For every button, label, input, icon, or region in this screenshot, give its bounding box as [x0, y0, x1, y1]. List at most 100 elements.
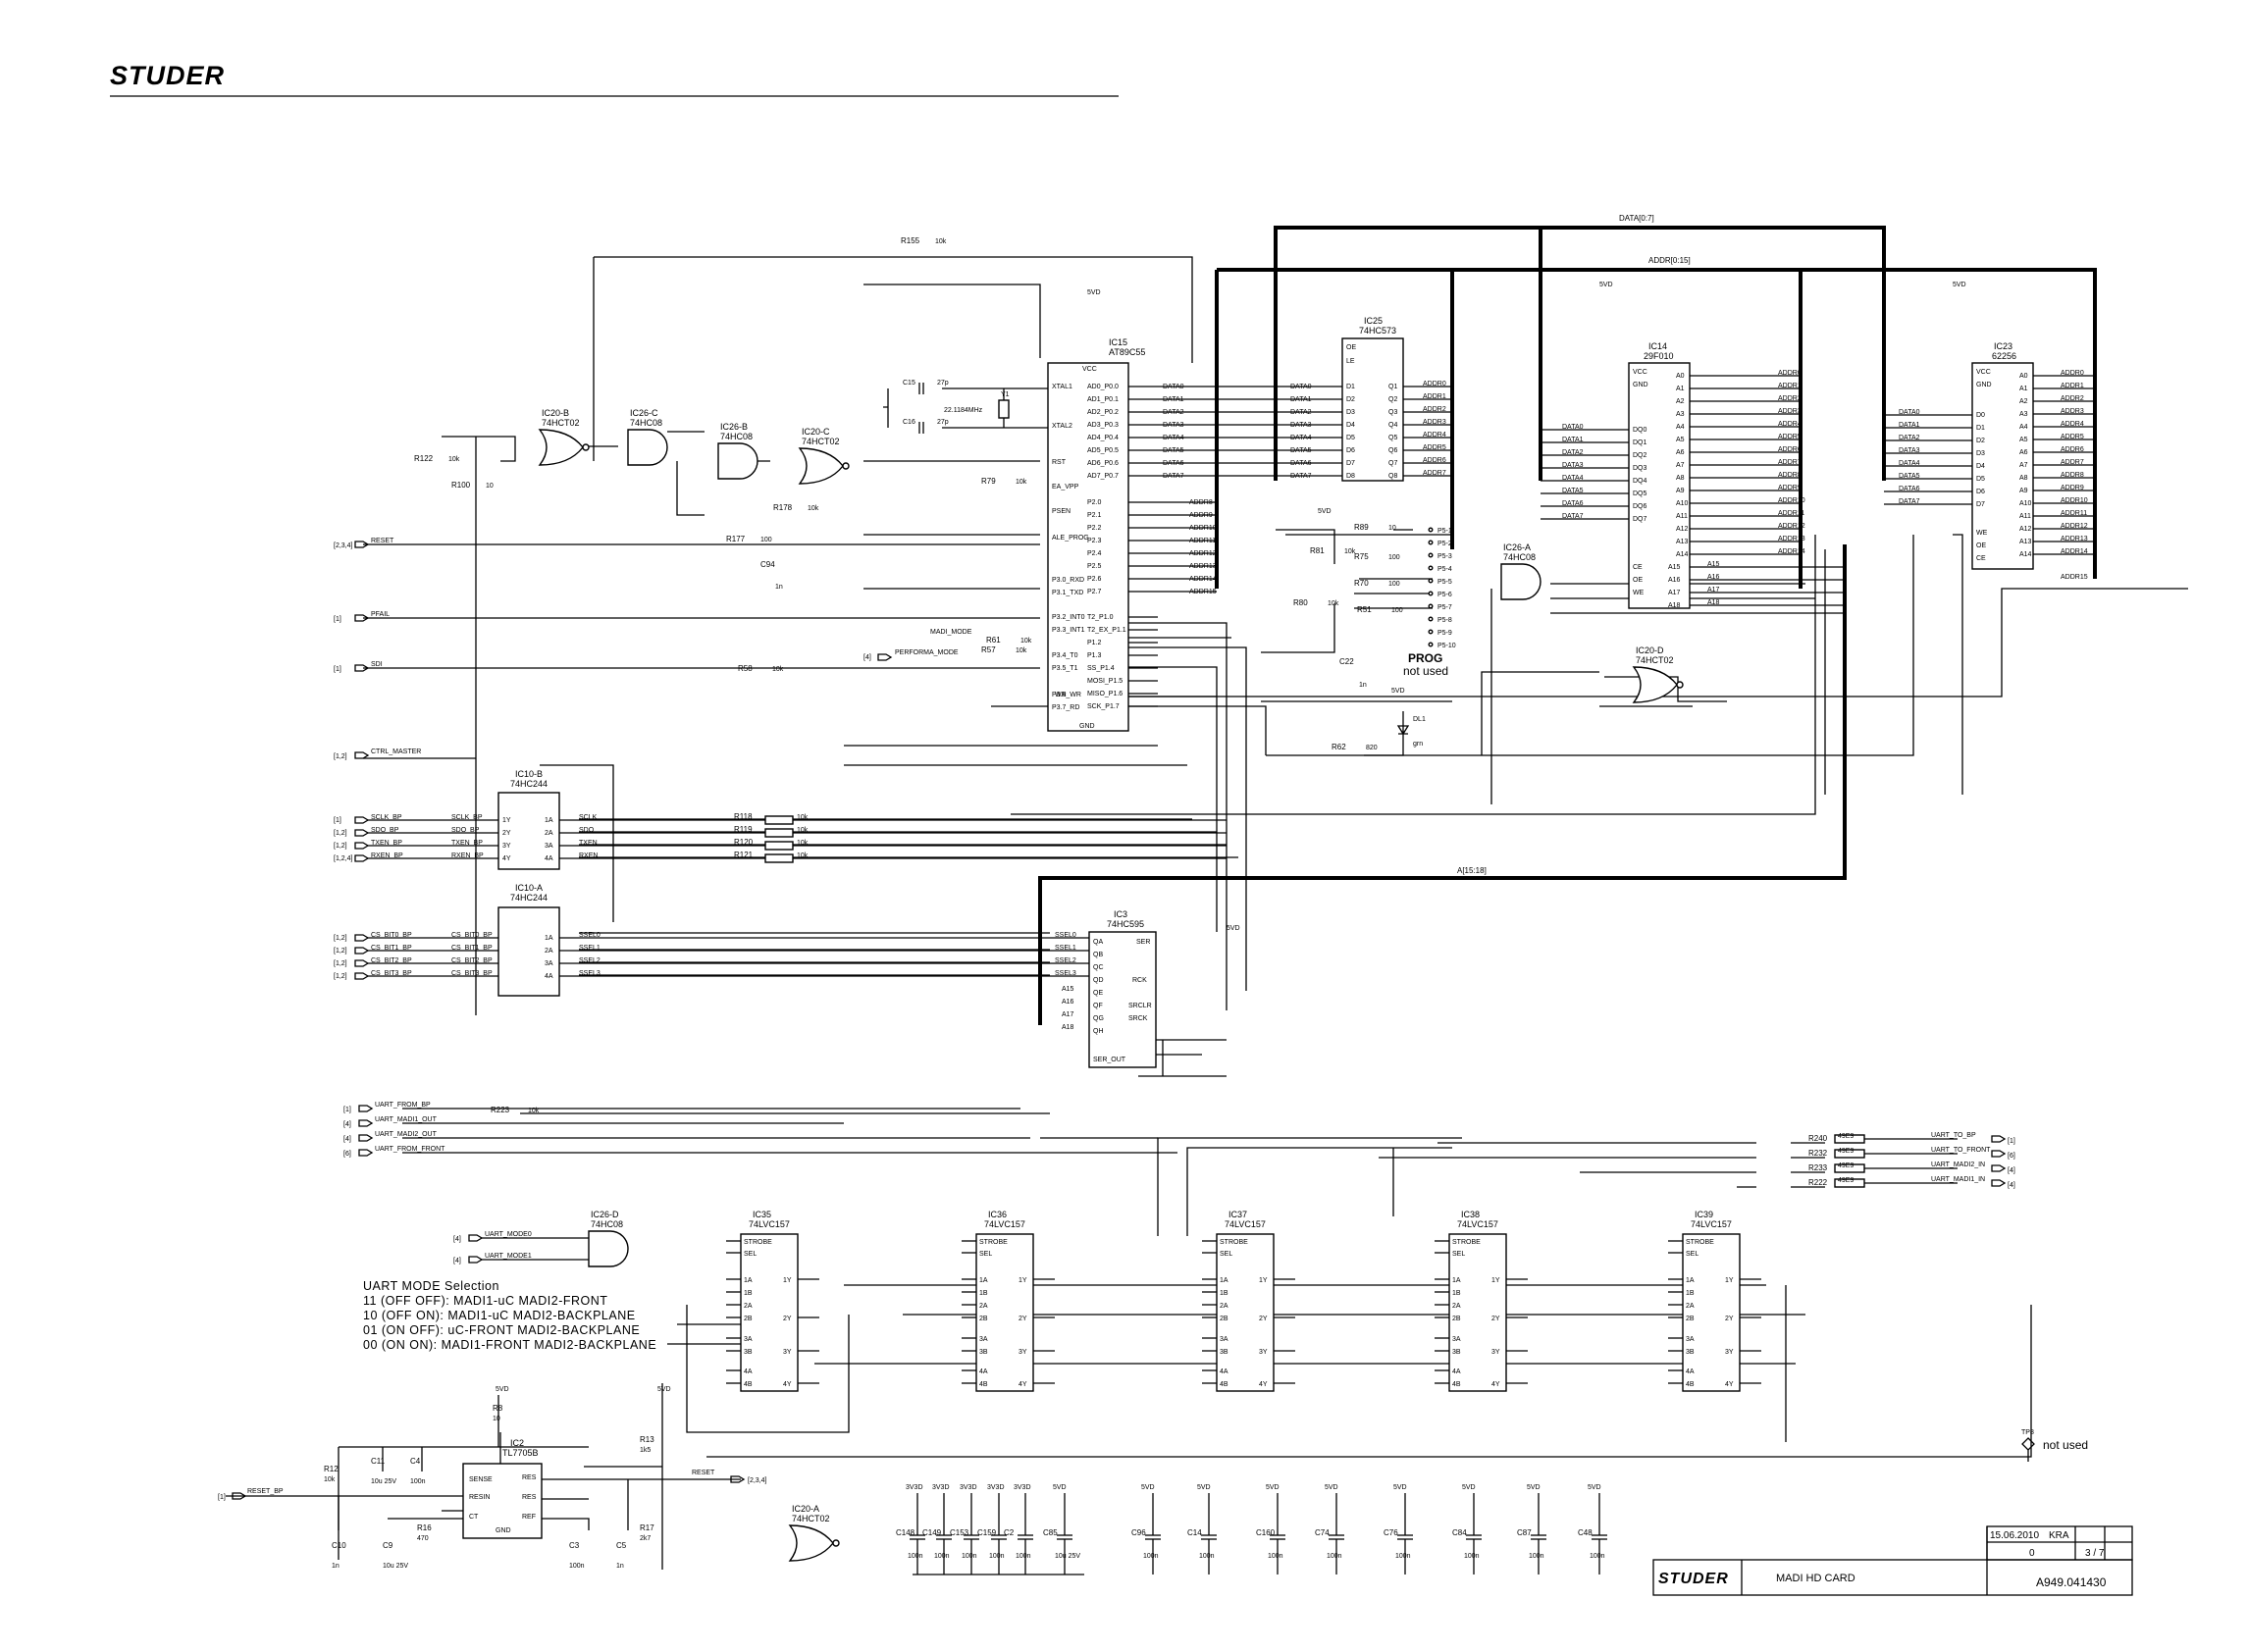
prog-header-pins: P5-1P5-2P5-3P5-4P5-5P5-6P5-7P5-8P5-9P5-1… — [1428, 527, 1456, 649]
left-port-ref: [4] — [863, 654, 871, 661]
ic15-vcc: VCC — [1082, 366, 1097, 373]
ic14-a-pin: A12 — [1676, 526, 1689, 533]
ic15-gnd: GND — [1079, 723, 1095, 730]
mux-pin-left: 2B — [1452, 1316, 1461, 1322]
prog-supply: 5VD — [1318, 508, 1332, 515]
left-port-net: PERFORMA_MODE — [895, 649, 959, 656]
decap-val: 100n — [1464, 1553, 1480, 1560]
gate-ic20-a — [788, 1524, 834, 1562]
res-val: 820 — [1366, 745, 1378, 751]
uart-right-net: UART_MADI2_IN — [1931, 1162, 1985, 1168]
reset-out-net: RESET — [692, 1470, 715, 1476]
decap-ref: C160 — [1256, 1528, 1276, 1537]
left-port-shape — [354, 664, 370, 672]
mux-body — [740, 1233, 799, 1392]
ic25-q-pin: Q8 — [1388, 473, 1397, 480]
mux-pin-left: STROBE — [1452, 1239, 1481, 1246]
ic14-data-net: DATA1 — [1562, 437, 1584, 443]
ic3-a-net: A18 — [1062, 1024, 1074, 1031]
res-ref: R61 — [986, 636, 1001, 645]
ic23-data-net: DATA4 — [1899, 460, 1920, 467]
ic14-data-net: DATA0 — [1562, 424, 1584, 431]
ic14-dq-pin: DQ2 — [1633, 452, 1647, 459]
ic23-data-net: DATA7 — [1899, 498, 1920, 505]
bp-res-val: 10k — [797, 814, 809, 821]
ic2-cap-ref: C10 — [332, 1541, 346, 1550]
decap-ref: C48 — [1578, 1528, 1593, 1537]
res-ref: R75 — [1354, 552, 1369, 561]
mux-pin-right: 3Y — [783, 1349, 792, 1356]
ic10-b: IC10-B 74HC244 1Y 2Y 3Y 4Y — [497, 769, 560, 870]
ic2-pin: GND — [496, 1527, 511, 1534]
decap-ref: C148 — [896, 1528, 915, 1537]
mux-type: 74LVC157 — [1457, 1219, 1498, 1229]
ic23-addr-net: ADDR1 — [2061, 383, 2084, 389]
led-ref: DL1 — [1413, 716, 1426, 723]
uart-port-ref: [4] — [343, 1121, 351, 1128]
res-val: 100 — [1388, 554, 1400, 561]
mux-type: 74LVC157 — [984, 1219, 1025, 1229]
ic23-addr15-net: ADDR15 — [2061, 574, 2088, 581]
res-ref: R122 — [414, 454, 434, 463]
ic3-a-net: A15 — [1062, 986, 1074, 993]
ic25-addr-net: ADDR7 — [1423, 470, 1446, 477]
ic3-srclr: SRCLR — [1128, 1003, 1152, 1009]
cs-port — [354, 934, 370, 942]
ic15-supply: 5VD — [1087, 289, 1101, 296]
res-ref: R81 — [1310, 546, 1325, 555]
ic15-pin-right: P2.2 — [1087, 525, 1102, 532]
ic14-a-high-pin: A16 — [1668, 577, 1681, 584]
led-supply: 5VD — [1391, 688, 1405, 695]
ic15-pin-left: P3.2_INT0 — [1052, 614, 1085, 621]
mux-pin-left: 4B — [1220, 1381, 1228, 1388]
ic15-pin-right: AD2_P0.2 — [1087, 409, 1119, 416]
ic3-supply: 5VD — [1227, 925, 1240, 932]
uart-right-res: R233 — [1808, 1163, 1828, 1172]
cs-out-net: SSEL1 — [579, 945, 601, 952]
ic25-q-pin: Q1 — [1388, 384, 1397, 390]
ic25-addr-net: ADDR3 — [1423, 419, 1446, 426]
ic23-ctrl-pin: CE — [1976, 555, 1986, 562]
uart-right-port — [1991, 1150, 2007, 1158]
ic15-pin-right: SS_P1.4 — [1087, 665, 1115, 672]
ic14-a-pin: A8 — [1676, 475, 1685, 482]
ic3-a-net: A17 — [1062, 1011, 1074, 1018]
ic3-ssel-net: SSEL3 — [1055, 970, 1076, 977]
ic23-a-pin: A6 — [2019, 449, 2028, 456]
bp-net: SDO_BP — [371, 827, 399, 834]
mux-pin-left: 4A — [1220, 1368, 1228, 1375]
ic10-a: IC10-A 74HC244 — [497, 883, 560, 997]
ic23-addr-net: ADDR12 — [2061, 523, 2088, 530]
ic14-a-pin: A13 — [1676, 539, 1689, 545]
p5-pin-label: P5-8 — [1437, 617, 1452, 624]
p5-pin-dot — [1428, 578, 1434, 584]
ic15-pin-right: P2.1 — [1087, 512, 1102, 519]
ic15-pin-right: AD3_P0.3 — [1087, 422, 1119, 429]
p5-pin-label: P5-9 — [1437, 630, 1452, 637]
cs-net-label: CS_BIT2_BP — [451, 957, 493, 964]
ic3-qe: QE — [1093, 990, 1103, 997]
ic15-pin-right: P2.7 — [1087, 589, 1102, 595]
uart-mode-net: UART_MODE0 — [485, 1231, 532, 1238]
uart-right-val: 49E9 — [1838, 1177, 1854, 1184]
ic3-body — [1088, 931, 1157, 1068]
ic10a-ref: IC10-A — [515, 883, 543, 893]
ic14-data-net: DATA6 — [1562, 500, 1584, 507]
bp-res-ref: R121 — [734, 851, 754, 859]
ic14-addr-net: ADDR8 — [1778, 472, 1802, 479]
decap-rail: 5VD — [1588, 1484, 1601, 1491]
ic23-addr-net: ADDR6 — [2061, 446, 2084, 453]
uart-port-shape — [358, 1134, 374, 1142]
cs-net: CS_BIT2_BP — [371, 957, 412, 964]
res-val: 10k — [1344, 548, 1356, 555]
reset-out-ref: [2,3,4] — [748, 1477, 767, 1484]
uart-port-net: UART_FROM_FRONT — [375, 1146, 445, 1153]
reset-out-port: RESET [2,3,4] — [692, 1470, 767, 1484]
bus-lines — [1038, 226, 2097, 1025]
bp-res-val: 10k — [797, 827, 809, 834]
res-ref: R79 — [981, 477, 996, 486]
ic15-pin-right: P2.0 — [1087, 499, 1102, 506]
tp8: TP8 not used — [2021, 1429, 2088, 1462]
